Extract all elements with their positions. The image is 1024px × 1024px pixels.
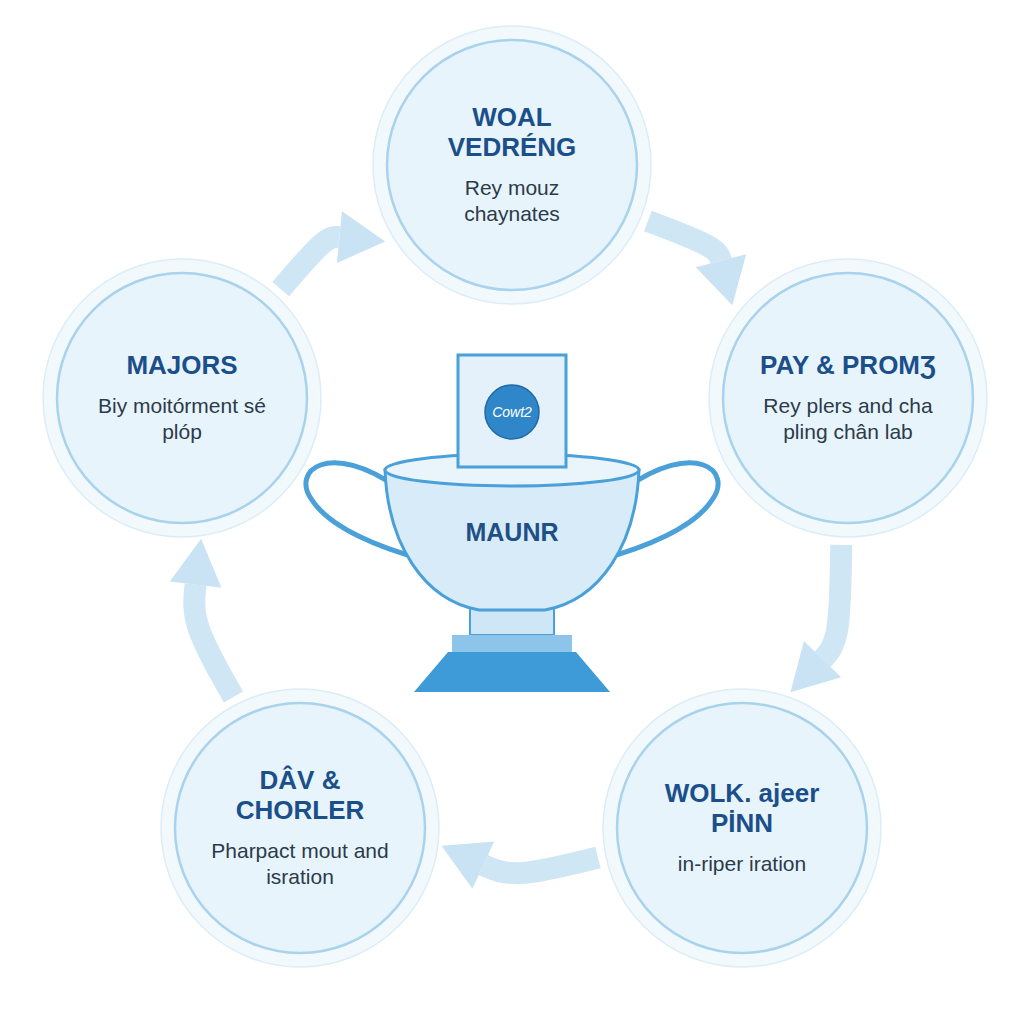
node-text-area: PAY & PROMƷ Rey plers and cha pling chân … xyxy=(754,273,942,523)
node-text-area: MAUNR xyxy=(407,507,617,557)
node-title: DÂV & CHORLER xyxy=(206,766,394,826)
cycle-arrow xyxy=(194,585,233,697)
node-text-area: WOLK. ajeer PİNN in-riper iration xyxy=(648,703,836,953)
node-text-area: WOAL VEDRÉNG Rey mouz chaynates xyxy=(418,40,606,290)
step-circle: MAJORS Biy moitórment sé plóp xyxy=(57,273,307,523)
trophy xyxy=(306,355,718,692)
node-outline xyxy=(175,703,425,953)
node-title: MAJORS xyxy=(126,351,237,381)
node-body: Pharpact mout and isration xyxy=(206,838,394,891)
node-title: WOAL VEDRÉNG xyxy=(418,103,606,163)
node-title: WOLK. ajeer PİNN xyxy=(648,779,836,839)
cycle-arrow xyxy=(823,545,842,659)
node-text-area: Cowt2 xyxy=(485,385,539,439)
node-body: Biy moitórment sé plóp xyxy=(88,393,276,446)
node-outline xyxy=(387,40,637,290)
node-title: MAUNR xyxy=(465,518,558,547)
trophy-bowl xyxy=(385,470,639,610)
trophy-badge: Cowt2 xyxy=(485,385,539,439)
trophy-lid xyxy=(458,355,566,467)
step-circle: DÂV & CHORLER Pharpact mout and isration xyxy=(175,703,425,953)
node-title: Cowt2 xyxy=(492,404,532,420)
trophy-label: MAUNRCowt2 xyxy=(407,507,617,557)
node-text-area: MAJORS Biy moitórment sé plóp xyxy=(88,273,276,523)
step-circle: PAY & PROMƷ Rey plers and cha pling chân … xyxy=(723,273,973,523)
node-text-area: DÂV & CHORLER Pharpact mout and isration xyxy=(206,703,394,953)
step-circle: WOLK. ajeer PİNN in-riper iration xyxy=(617,703,867,953)
cycle-arrow xyxy=(483,857,598,873)
node-title: PAY & PROMƷ xyxy=(760,351,936,381)
node-body: in-riper iration xyxy=(678,851,806,877)
step-circle: WOAL VEDRÉNG Rey mouz chaynates xyxy=(387,40,637,290)
node-body: Rey plers and cha pling chân lab xyxy=(754,393,942,446)
trophy-collar xyxy=(452,635,572,652)
cycle-arrow xyxy=(648,221,721,261)
node-body: Rey mouz chaynates xyxy=(418,175,606,228)
trophy-base xyxy=(414,652,610,692)
cycle-arrow xyxy=(281,237,340,289)
